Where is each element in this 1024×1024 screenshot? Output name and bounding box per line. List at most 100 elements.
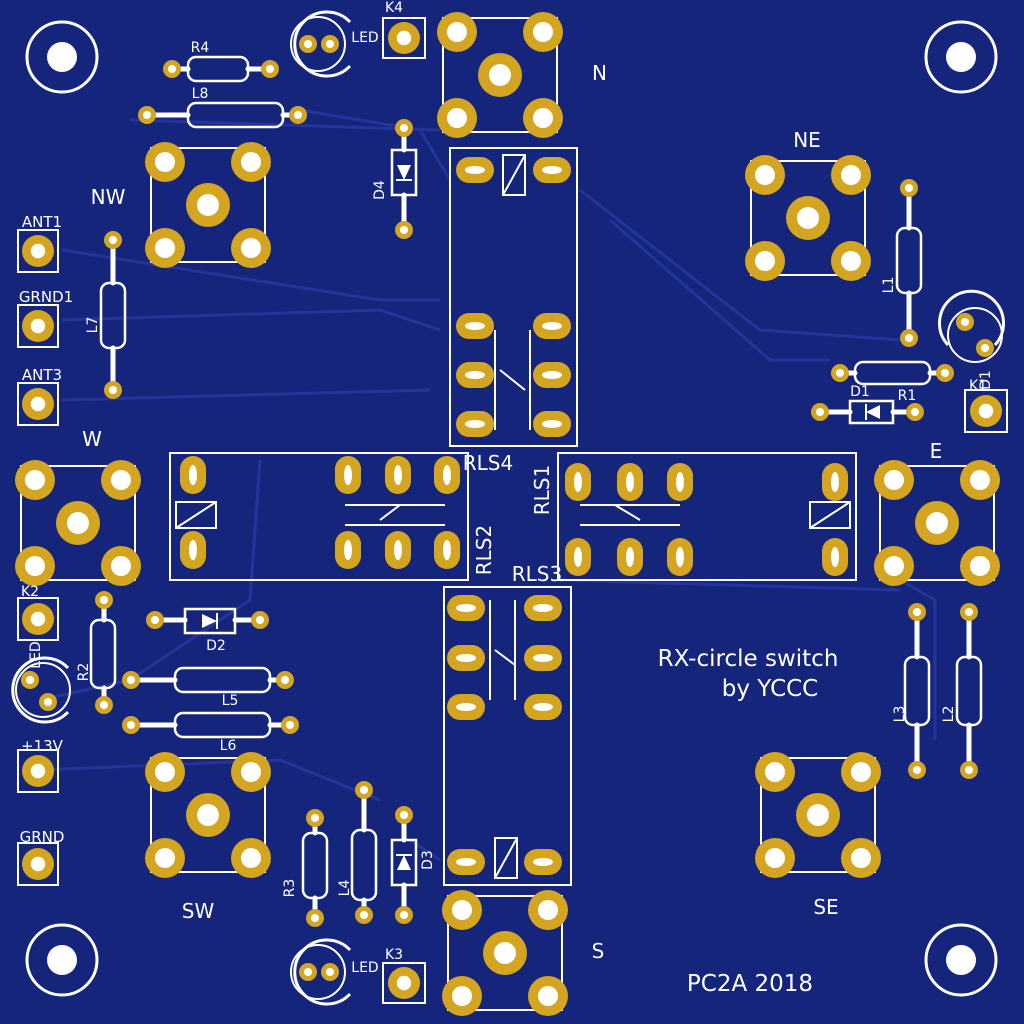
traces bbox=[39, 108, 937, 862]
antenna-connectors bbox=[15, 12, 1000, 1016]
relay-pad bbox=[524, 694, 562, 720]
relay-pad bbox=[434, 456, 460, 494]
led-bottom bbox=[290, 938, 352, 1006]
relay-symbols bbox=[175, 154, 851, 879]
small-pad bbox=[21, 671, 39, 689]
relay-pads bbox=[180, 157, 848, 875]
diode-d4 bbox=[390, 148, 418, 197]
relay-pad bbox=[335, 531, 361, 569]
label-east: E bbox=[930, 439, 943, 463]
small-pad bbox=[811, 403, 829, 421]
label-l6: L6 bbox=[220, 738, 237, 754]
label-south-east: SE bbox=[813, 895, 838, 919]
small-pad bbox=[395, 119, 413, 137]
label-l3: L3 bbox=[892, 706, 908, 723]
relay-rls3-outline bbox=[443, 586, 572, 886]
small-pad bbox=[831, 364, 849, 382]
relay-pad bbox=[447, 694, 485, 720]
relay-pad bbox=[667, 463, 693, 501]
relay-pad bbox=[335, 456, 361, 494]
small-pad bbox=[900, 329, 918, 347]
relay-pad bbox=[447, 645, 485, 671]
small-pad bbox=[908, 603, 926, 621]
relay-pad bbox=[447, 595, 485, 621]
small-pad bbox=[289, 106, 307, 124]
small-pad bbox=[395, 221, 413, 239]
relay-pad bbox=[822, 463, 848, 501]
label-north-east: NE bbox=[793, 128, 821, 152]
small-pad bbox=[960, 603, 978, 621]
label-d3: D3 bbox=[420, 850, 436, 870]
small-pad bbox=[355, 781, 373, 799]
label-west: W bbox=[82, 427, 102, 451]
small-pad bbox=[276, 671, 294, 689]
relay-pad bbox=[533, 313, 571, 339]
antenna-connector-ne bbox=[745, 155, 871, 281]
label-rls2: RLS2 bbox=[472, 525, 496, 575]
small-pad bbox=[306, 809, 324, 827]
label-led-left: LED bbox=[28, 641, 44, 668]
label-south: S bbox=[592, 939, 605, 963]
label-l8: L8 bbox=[192, 86, 209, 102]
relay-pad bbox=[456, 313, 494, 339]
small-pad bbox=[956, 313, 974, 331]
small-pad bbox=[936, 364, 954, 382]
small-pad bbox=[906, 403, 924, 421]
label-d1-vertical: D1 bbox=[978, 370, 994, 390]
small-pad bbox=[122, 716, 140, 734]
small-pad bbox=[22, 848, 54, 880]
label-grnd: GRND bbox=[20, 828, 65, 846]
label-grnd1: GRND1 bbox=[19, 288, 73, 306]
relay-pad bbox=[565, 463, 591, 501]
diode-d2 bbox=[183, 607, 237, 635]
relay-pad bbox=[456, 157, 494, 183]
mounting-hole bbox=[924, 923, 998, 997]
label-l4: L4 bbox=[337, 880, 353, 897]
label-d2: D2 bbox=[206, 638, 226, 654]
antenna-connector-sw bbox=[145, 752, 271, 878]
led-top bbox=[290, 10, 352, 78]
small-pad bbox=[95, 696, 113, 714]
small-pad bbox=[146, 611, 164, 629]
mounting-hole bbox=[25, 20, 99, 94]
label-l2: L2 bbox=[941, 706, 957, 723]
small-pad bbox=[395, 906, 413, 924]
relay-pad bbox=[385, 456, 411, 494]
small-pad bbox=[976, 339, 994, 357]
label-k4: K4 bbox=[385, 0, 403, 16]
board-author: by YCCC bbox=[722, 676, 819, 702]
led-left bbox=[11, 656, 71, 724]
label-k2: K2 bbox=[21, 584, 39, 600]
relay-pad bbox=[533, 411, 571, 437]
relay-pad bbox=[456, 411, 494, 437]
mounting-hole bbox=[25, 923, 99, 997]
relay-rls2-outline bbox=[169, 452, 469, 581]
small-pad bbox=[299, 963, 317, 981]
antenna-connector-east bbox=[874, 460, 1000, 586]
silkscreen-text: RX-circle switch by YCCC PC2A 2018 N NE … bbox=[19, 0, 994, 997]
label-supply: +13V bbox=[21, 737, 64, 755]
label-led-top: LED bbox=[351, 30, 378, 46]
board-title: RX-circle switch bbox=[658, 646, 839, 672]
label-r1: R1 bbox=[898, 388, 917, 404]
small-pad bbox=[388, 22, 420, 54]
label-north: N bbox=[592, 61, 607, 85]
leds bbox=[11, 10, 1005, 1006]
label-north-west: NW bbox=[91, 185, 126, 209]
relay-pad bbox=[565, 538, 591, 576]
small-pad bbox=[281, 716, 299, 734]
relay-pad bbox=[617, 538, 643, 576]
label-l1: L1 bbox=[881, 277, 897, 294]
small-pad bbox=[104, 381, 122, 399]
label-l5: L5 bbox=[222, 693, 239, 709]
relay-rls1-outline bbox=[557, 452, 857, 581]
diode-d3 bbox=[390, 838, 418, 887]
diode-d1 bbox=[848, 399, 895, 425]
label-r4: R4 bbox=[191, 40, 210, 56]
small-pad bbox=[960, 761, 978, 779]
mounting-holes bbox=[25, 20, 998, 997]
small-pad bbox=[900, 179, 918, 197]
label-l7: L7 bbox=[85, 317, 101, 334]
small-pads bbox=[21, 22, 1002, 999]
small-pad bbox=[95, 591, 113, 609]
